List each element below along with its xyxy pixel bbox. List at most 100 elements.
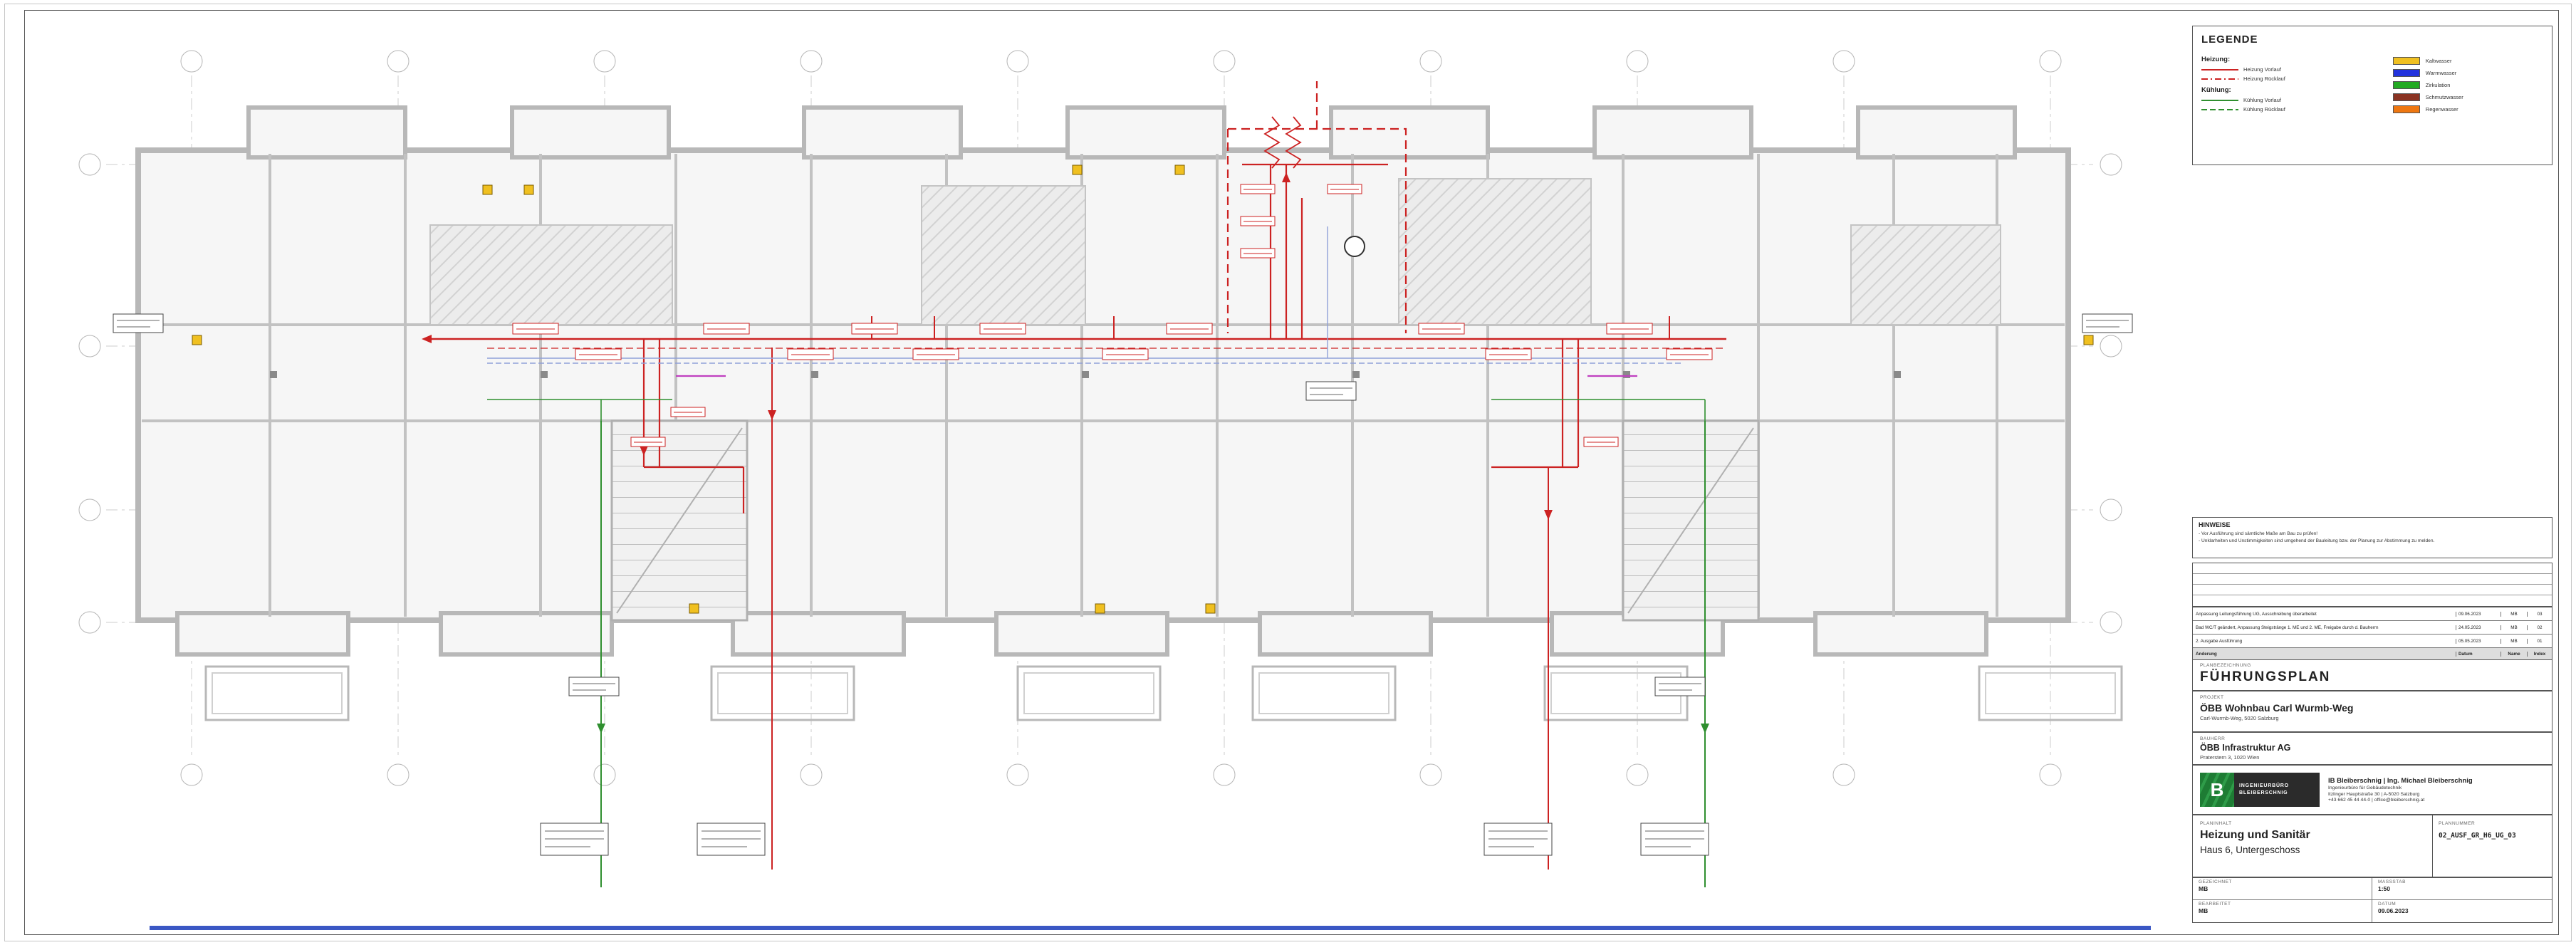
revision-date: 09.06.2023 [2456,611,2501,617]
line-sample-kuehlung-ruecklauf [2201,108,2238,110]
legend-swatch-label: Warmwasser [2425,70,2457,76]
swatch-kaltwasser [2392,57,2420,65]
firm-name: IB Bleiberschnig | Ing. Michael Bleibers… [2328,776,2473,785]
revision-text: 2. Ausgabe Ausführung [2196,638,2243,644]
legend-swatch-zirkulation: Zirkulation [2392,81,2543,89]
line-sample-heizung-ruecklauf [2201,78,2238,80]
swatch-zirkulation [2392,81,2420,89]
revision-row: 2. Ausgabe Ausführung 05.05.2023 MB 01 [2193,635,2552,648]
revision-index: 03 [2527,611,2552,617]
plan-content-label: PLANINHALT [2200,821,2232,826]
revision-name: MB [2501,611,2527,617]
revision-empty-row [2193,563,2552,574]
firm-line: +43 662 45 44 44-0 | office@bleiberschni… [2328,798,2425,803]
cooling-pipes [487,399,1709,887]
legend-lines-column: Heizung: Heizung Vorlauf Heizung Rücklau… [2201,51,2393,118]
firm-box: B INGENIEURBÜRO BLEIBERSCHNIG IB Bleiber… [2192,765,2552,815]
legend-swatch-warmwasser: Warmwasser [2392,69,2543,77]
firm-line: Ingenieurbüro für Gebäudetechnik [2328,785,2402,791]
revision-name: MB [2501,625,2527,630]
legend-swatch-schmutzwasser: Schmutzwasser [2392,93,2543,101]
revision-name: MB [2501,638,2527,644]
plan-number-label: PLANNUMMER [2439,821,2476,826]
legend-swatch-regenwasser: Regenwasser [2392,105,2543,113]
revision-text: Bad WC/T geändert, Anpassung Steigsträng… [2196,625,2379,630]
field-datum: DATUM 09.06.2023 [2372,900,2552,922]
pump-symbol [1344,236,1365,257]
revision-date: 24.05.2023 [2456,625,2501,630]
client-box: BAUHERR ÖBB Infrastruktur AG Praterstern… [2192,732,2552,765]
revision-header-datum: Datum [2456,651,2501,657]
plan-content-box: PLANINHALT Heizung und Sanitär Haus 6, U… [2192,815,2552,877]
plan-subtitle: Haus 6, Untergeschoss [2200,845,2300,855]
line-sample-heizung-vorlauf [2201,68,2238,71]
field-label: MASSSTAB [2378,879,2406,884]
firm-line: Itzlinger Hauptstraße 30 | A-5020 Salzbu… [2328,791,2420,797]
revision-row: Bad WC/T geändert, Anpassung Steigsträng… [2193,621,2552,635]
field-gezeichnet: GEZEICHNET MB [2193,878,2372,900]
hinweise-title: HINWEISE [2199,521,2231,528]
legend-item-heizung-ruecklauf: Heizung Rücklauf [2201,75,2393,82]
firm-logo-line2: BLEIBERSCHNIG [2239,790,2288,795]
revision-date: 05.05.2023 [2456,638,2501,644]
field-value: 09.06.2023 [2378,907,2409,914]
legend-item-kuehlung-ruecklauf: Kühlung Rücklauf [2201,106,2393,113]
hinweise-box: HINWEISE - Vor Ausführung sind sämtliche… [2192,517,2552,558]
legend-swatch-kaltwasser: Kaltwasser [2392,57,2543,65]
field-label: DATUM [2378,902,2397,907]
plan-type-value: FÜHRUNGSPLAN [2200,669,2331,684]
floor-plan [78,50,2133,887]
firm-logo-line1: INGENIEURBÜRO [2239,783,2289,788]
legend-item-label: Kühlung Rücklauf [2243,106,2285,113]
revision-empty-rows [2192,563,2552,607]
revision-header-aenderung: Änderung [2196,651,2217,657]
legend-body: Heizung: Heizung Vorlauf Heizung Rücklau… [2201,51,2543,118]
client-address: Praterstern 3, 1020 Wien [2200,754,2260,761]
project-name: ÖBB Wohnbau Carl Wurmb-Weg [2200,702,2354,714]
swatch-schmutzwasser [2392,93,2420,101]
revision-text: Anpassung Leitungsführung UG, Ausschreib… [2196,611,2317,617]
field-label: GEZEICHNET [2199,879,2232,884]
field-value: MB [2199,885,2209,892]
plan-title: Heizung und Sanitär [2200,829,2310,841]
revision-header-name: Name [2501,651,2527,657]
legend-item-label: Heizung Vorlauf [2243,66,2281,73]
revision-table: Anpassung Leitungsführung UG, Ausschreib… [2192,607,2552,659]
legend-title: LEGENDE [2201,33,2258,46]
plan-type-label: PLANBEZEICHNUNG [2200,663,2251,668]
lightwells [204,665,2123,721]
swatch-regenwasser [2392,105,2420,113]
revision-empty-row [2193,574,2552,585]
plan-number-cell: PLANNUMMER 02_AUSF_GR_H6_UG_03 [2432,815,2552,877]
project-box: PROJEKT ÖBB Wohnbau Carl Wurmb-Weg Carl-… [2192,691,2552,732]
revision-empty-row [2193,585,2552,595]
field-label: BEARBEITET [2199,902,2231,907]
line-sample-kuehlung-vorlauf [2201,99,2238,101]
firm-logo-icon: B [2200,773,2234,807]
field-value: MB [2199,907,2209,914]
sanitary-pipes [487,226,1684,377]
legend-kuehlung-title: Kühlung: [2201,86,2231,94]
stair-core [610,419,1760,622]
field-value: 1:50 [2378,885,2391,892]
revision-index: 01 [2527,638,2552,644]
revision-index: 02 [2527,625,2552,630]
legend-swatches-column: Kaltwasser Warmwasser Zirkulation Schmut… [2392,51,2543,118]
field-bearbeitet: BEARBEITET MB [2193,900,2372,922]
legend-swatch-label: Zirkulation [2425,82,2451,88]
plan-number: 02_AUSF_GR_H6_UG_03 [2439,832,2516,840]
client-label: BAUHERR [2200,736,2226,741]
legend-swatch-label: Kaltwasser [2425,58,2452,64]
legend-item-label: Kühlung Vorlauf [2243,97,2281,103]
plan-content-left: PLANINHALT Heizung und Sanitär Haus 6, U… [2193,815,2432,877]
field-massstab: MASSSTAB 1:50 [2372,878,2552,900]
plan-type-box: PLANBEZEICHNUNG FÜHRUNGSPLAN [2192,659,2552,691]
legend-box: LEGENDE Heizung: Heizung Vorlauf Heizung… [2192,26,2552,165]
legend-swatch-label: Regenwasser [2425,106,2458,113]
legend-item-heizung-vorlauf: Heizung Vorlauf [2201,66,2393,73]
legend-swatch-label: Schmutzwasser [2425,94,2463,100]
revision-header-row: Änderung Datum Name Index [2193,648,2552,659]
firm-logo-band: INGENIEURBÜRO BLEIBERSCHNIG [2234,773,2320,807]
swatch-warmwasser [2392,69,2420,77]
